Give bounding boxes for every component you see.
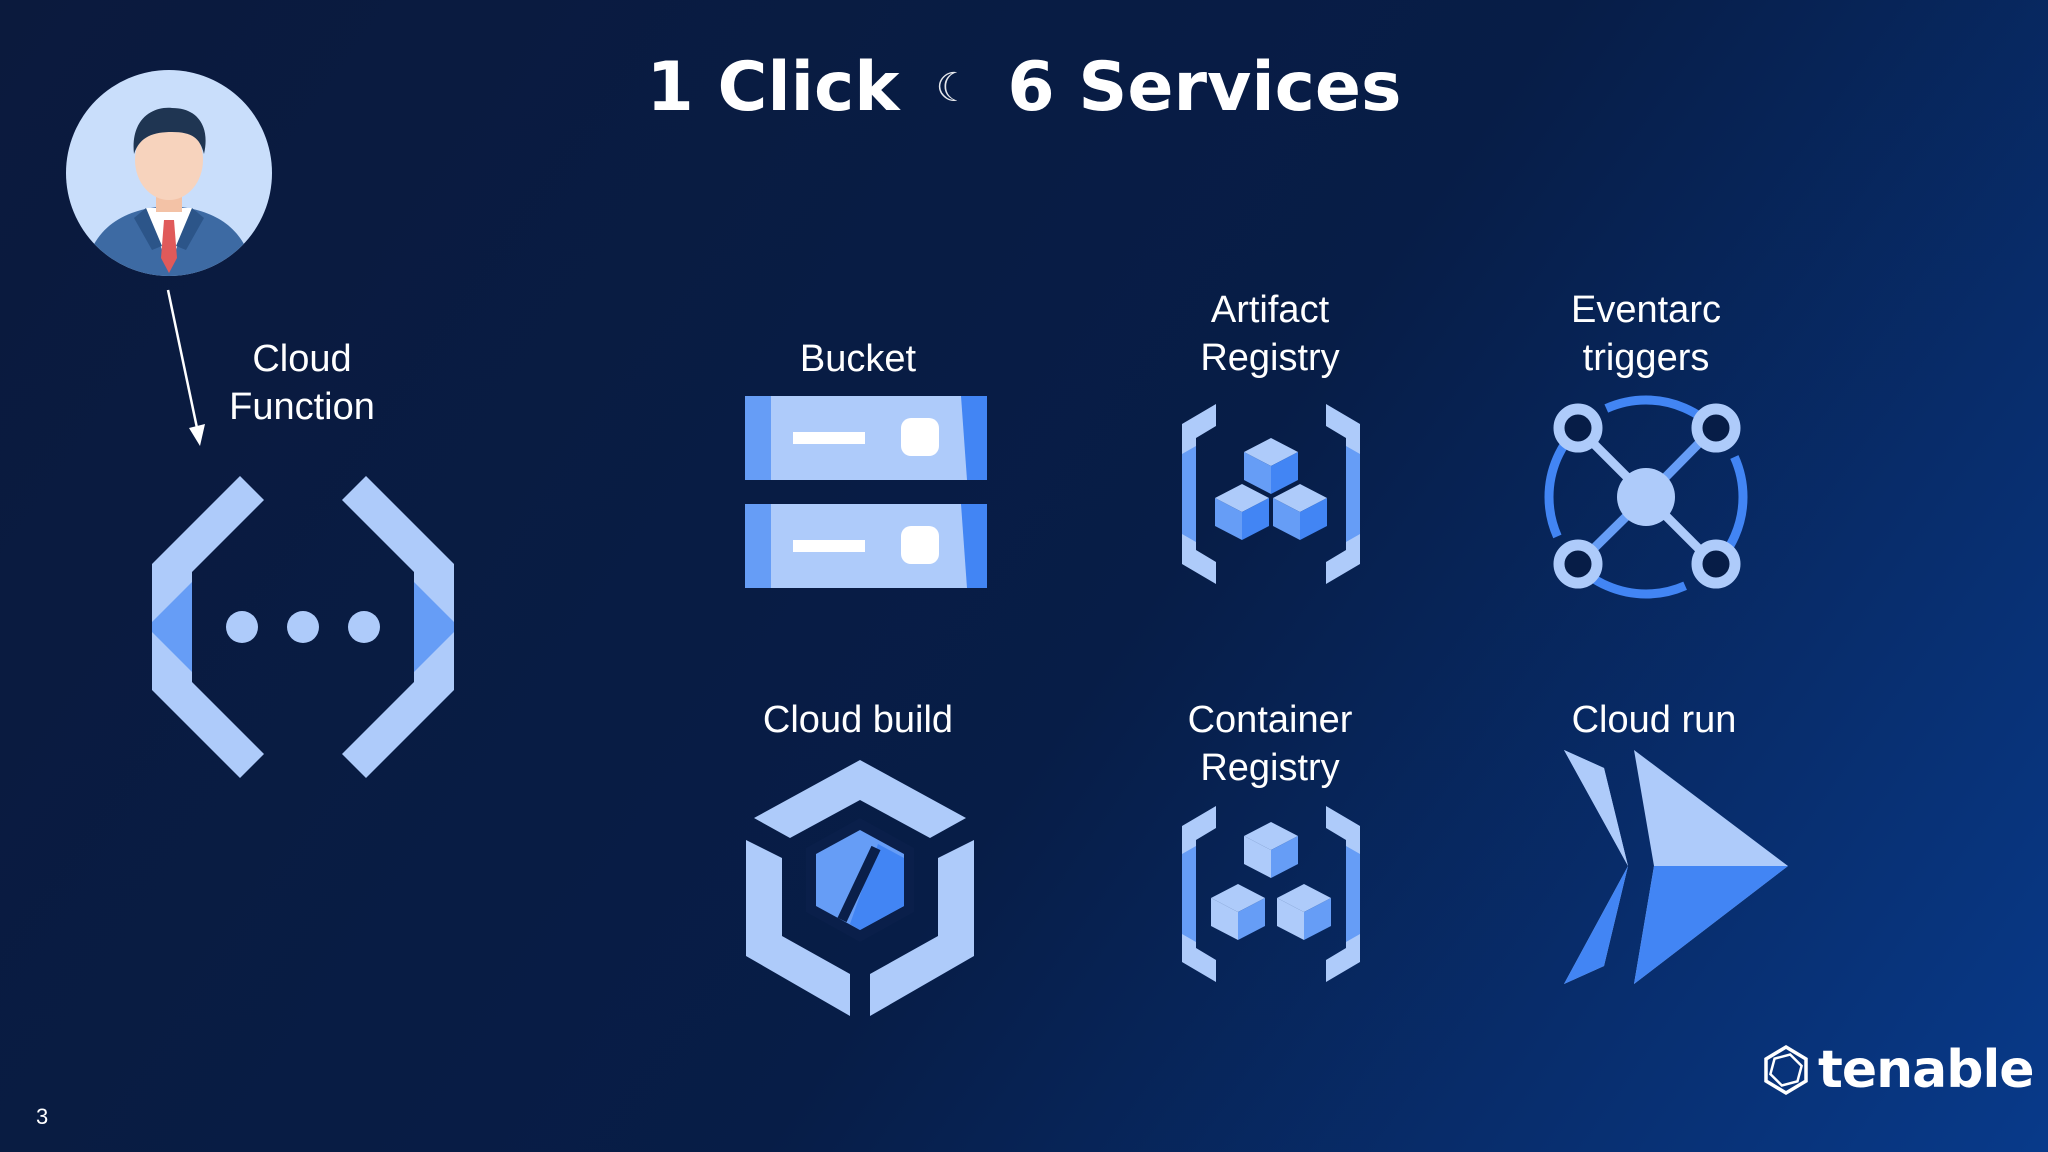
artifact-registry-icon — [1182, 404, 1360, 584]
cloud-run-icon — [1564, 750, 1788, 984]
cloud-run-label: Cloud run — [1571, 699, 1737, 741]
container-registry-label: Container Registry — [1187, 699, 1353, 789]
tenable-logo: tenable — [1760, 1040, 2035, 1100]
tenable-logo-icon — [1764, 1044, 1808, 1096]
slide-title: 1 Click ☾ 6 Services — [0, 48, 2048, 127]
page-number: 3 — [36, 1104, 49, 1129]
eventarc-triggers-label: Eventarc triggers — [1571, 289, 1721, 379]
cloud-function-icon — [152, 476, 454, 778]
tenable-logo-text: tenable — [1818, 1040, 2035, 1100]
moon-icon: ☾ — [935, 64, 972, 111]
user-avatar-icon — [66, 70, 272, 276]
artifact-registry-label: Artifact Registry — [1200, 289, 1340, 379]
cloud-build-label: Cloud build — [762, 699, 954, 741]
bucket-icon — [745, 396, 987, 588]
eventarc-triggers-icon — [1544, 395, 1748, 599]
title-right: 6 Services — [1007, 48, 1402, 127]
bucket-label: Bucket — [799, 338, 917, 380]
cloud-function-label: Cloud Function — [229, 338, 375, 428]
cloud-build-icon — [746, 760, 974, 1016]
arrow-icon — [166, 289, 205, 446]
container-registry-icon — [1182, 806, 1360, 982]
title-left: 1 Click — [646, 48, 900, 127]
